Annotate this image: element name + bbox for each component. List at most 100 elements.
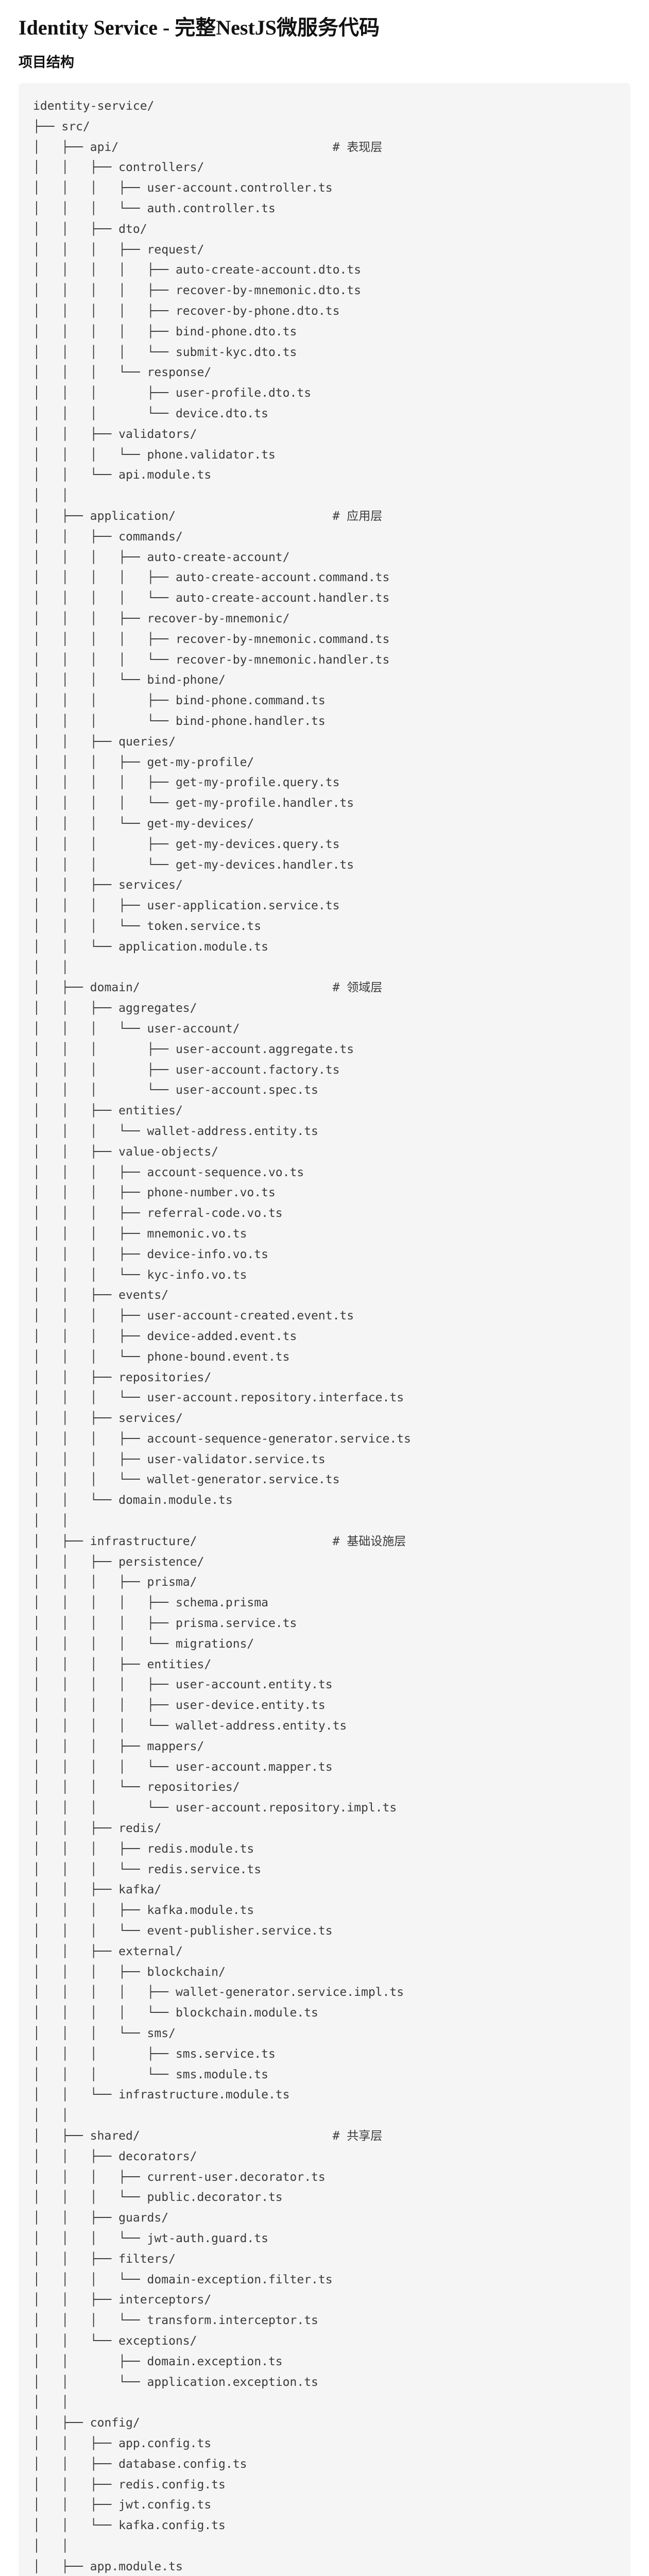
tree-line: │ │ │ └── phone.validator.ts: [33, 448, 276, 462]
tree-line: │ │ │ └── domain-exception.filter.ts: [33, 2273, 333, 2286]
tree-line: │ │: [33, 1514, 69, 1528]
tree-line: │ │ │ └── auth.controller.ts: [33, 202, 276, 216]
tree-line: │ │ │ └── transform.interceptor.ts: [33, 2314, 318, 2328]
tree-line: │ │: [33, 2109, 69, 2123]
tree-line: │ │ │ ├── user-account.factory.ts: [33, 1063, 340, 1077]
tree-line: │ │ │ └── user-account.repository.impl.t…: [33, 1801, 397, 1815]
tree-line: │ │ │ ├── entities/: [33, 1657, 212, 1671]
tree-line: │ │ │ └── public.decorator.ts: [33, 2191, 283, 2205]
tree-line: │ │ │ └── phone-bound.event.ts: [33, 1350, 290, 1364]
tree-line: │ │ └── infrastructure.module.ts: [33, 2088, 290, 2102]
tree-line: │ │: [33, 960, 69, 974]
tree-line: │ │ │ │ ├── wallet-generator.service.imp…: [33, 1986, 404, 1999]
tree-line: │ │ │ └── sms/: [33, 2027, 176, 2040]
tree-line: │ │ ├── filters/: [33, 2252, 176, 2266]
tree-line: │ │ ├── jwt.config.ts: [33, 2498, 212, 2512]
tree-line: │ │ │ │ ├── get-my-profile.query.ts: [33, 776, 340, 790]
tree-line: │ │ │ └── jwt-auth.guard.ts: [33, 2231, 268, 2245]
tree-line: │ ├── infrastructure/ # 基础设施层: [33, 1534, 406, 1548]
tree-line: │ │ │ ├── account-sequence-generator.ser…: [33, 1432, 411, 1446]
tree-line: │ │ │ └── user-account/: [33, 1022, 240, 1036]
tree-line: │ │ │ ├── phone-number.vo.ts: [33, 1186, 276, 1200]
tree-line: │ │ └── api.module.ts: [33, 468, 212, 482]
tree-line: │ ├── application/ # 应用层: [33, 510, 383, 523]
tree-line: │ │ │ ├── prisma/: [33, 1575, 197, 1589]
tree-line: │ │ ├── queries/: [33, 735, 176, 749]
tree-line: │ │ │ ├── recover-by-mnemonic/: [33, 612, 290, 626]
tree-line: │ │ │ └── repositories/: [33, 1781, 240, 1794]
tree-line: │ │ └── kafka.config.ts: [33, 2519, 226, 2533]
tree-line: │ │ ├── domain.exception.ts: [33, 2354, 283, 2368]
tree-line: │ │ │ │ └── recover-by-mnemonic.handler.…: [33, 653, 390, 667]
tree-line: │ ├── app.module.ts: [33, 2560, 183, 2573]
tree-line: │ │ └── application.module.ts: [33, 940, 268, 954]
tree-line: │ │ ├── dto/: [33, 222, 147, 236]
tree-line: │ │ │ │ └── user-account.mapper.ts: [33, 1760, 333, 1774]
tree-line: │ │ │ ├── get-my-devices.query.ts: [33, 837, 340, 851]
tree-line: │ │: [33, 2396, 69, 2410]
section-heading-project-structure: 项目结构: [19, 55, 74, 70]
tree-line: │ │ ├── repositories/: [33, 1370, 212, 1384]
tree-line: │ │ ├── external/: [33, 1944, 183, 1958]
tree-line: identity-service/: [33, 99, 155, 113]
tree-line: │ │ │ ├── bind-phone.command.ts: [33, 694, 326, 708]
tree-line: │ │ ├── interceptors/: [33, 2293, 212, 2307]
tree-line: │ │ │ └── get-my-devices.handler.ts: [33, 858, 354, 872]
tree-line: │ │ ├── persistence/: [33, 1555, 204, 1569]
tree-line: │ │ │ ├── device-added.event.ts: [33, 1329, 297, 1343]
tree-line: │ │ │ │ ├── user-account.entity.ts: [33, 1678, 333, 1692]
tree-line: │ │ └── exceptions/: [33, 2334, 197, 2348]
tree-line: │ │ │ │ ├── auto-create-account.command.…: [33, 571, 390, 585]
tree-line: │ ├── api/ # 表现层: [33, 140, 383, 154]
tree-line: │ │ ├── app.config.ts: [33, 2436, 212, 2450]
tree-line: │ │ │ └── response/: [33, 366, 212, 380]
tree-line: │ ├── domain/ # 领域层: [33, 981, 383, 995]
tree-line: │ │ │ │ └── wallet-address.entity.ts: [33, 1719, 347, 1733]
tree-line: │ │ ├── validators/: [33, 427, 197, 441]
tree-line: │ │ │ ├── blockchain/: [33, 1965, 226, 1979]
tree-line: │ │ │ ├── user-account.controller.ts: [33, 181, 333, 195]
tree-line: │ │ │ └── wallet-generator.service.ts: [33, 1473, 340, 1487]
tree-line: │ │ └── application.exception.ts: [33, 2375, 318, 2389]
tree-line: │ │ │ └── token.service.ts: [33, 919, 262, 933]
tree-line: │ │ │ │ ├── auto-create-account.dto.ts: [33, 263, 361, 277]
tree-line: │ │ │ │ ├── recover-by-mnemonic.command.…: [33, 632, 390, 646]
tree-line: │ │ │ ├── get-my-profile/: [33, 755, 254, 769]
tree-line: │ │ │ ├── mnemonic.vo.ts: [33, 1227, 247, 1241]
tree-line: │ │ ├── events/: [33, 1289, 169, 1302]
tree-line: │ │ │ └── event-publisher.service.ts: [33, 1924, 333, 1938]
file-tree-code-block: identity-service/├── src/│ ├── api/ # 表现…: [19, 83, 630, 2576]
page-title: Identity Service - 完整NestJS微服务代码: [19, 16, 380, 39]
tree-line: │ │ │ ├── auto-create-account/: [33, 550, 290, 564]
tree-line: │ │ │ ├── kafka.module.ts: [33, 1904, 254, 1918]
tree-line: │ │ │ ├── user-profile.dto.ts: [33, 386, 312, 400]
tree-line: │ │ │ │ ├── prisma.service.ts: [33, 1617, 297, 1631]
tree-line: │ │ │ └── device.dto.ts: [33, 407, 268, 421]
tree-line: │ │ │ │ ├── recover-by-mnemonic.dto.ts: [33, 284, 361, 298]
tree-line: │ │ │ ├── request/: [33, 243, 204, 257]
tree-line: │ │ │ └── get-my-devices/: [33, 817, 254, 831]
tree-line: │ │ │ ├── user-validator.service.ts: [33, 1452, 326, 1466]
tree-line: │ │ │ │ ├── recover-by-phone.dto.ts: [33, 304, 340, 318]
tree-line: │ │ │ │ ├── user-device.entity.ts: [33, 1699, 326, 1713]
tree-line: │ │ │ ├── sms.service.ts: [33, 2047, 276, 2061]
tree-line: │ │ │ └── redis.service.ts: [33, 1862, 262, 1876]
tree-line: │ │ ├── decorators/: [33, 2149, 197, 2163]
tree-line: │ │ └── domain.module.ts: [33, 1494, 233, 1507]
tree-line: │ │ │ ├── mappers/: [33, 1739, 204, 1753]
tree-line: │ │ │ └── wallet-address.entity.ts: [33, 1124, 318, 1138]
tree-line: │ │ │ │ └── submit-kyc.dto.ts: [33, 345, 297, 359]
tree-line: │ ├── shared/ # 共享层: [33, 2129, 383, 2143]
tree-line: │ │ │ ├── user-application.service.ts: [33, 899, 340, 913]
tree-line: │ │ │ └── bind-phone.handler.ts: [33, 715, 326, 728]
tree-line: │ │ ├── database.config.ts: [33, 2457, 247, 2471]
tree-line: │ │ │ ├── redis.module.ts: [33, 1842, 254, 1856]
tree-line: │ │ │ ├── user-account-created.event.ts: [33, 1309, 354, 1323]
tree-line: │ │: [33, 2539, 69, 2553]
tree-line: │ │ ├── entities/: [33, 1104, 183, 1118]
tree-line: │ │ │ │ └── blockchain.module.ts: [33, 2006, 318, 2020]
tree-line: │ │ │ │ └── migrations/: [33, 1637, 254, 1651]
tree-line: │ │ │ ├── user-account.aggregate.ts: [33, 1042, 354, 1056]
tree-line: │ │ ├── guards/: [33, 2211, 169, 2225]
